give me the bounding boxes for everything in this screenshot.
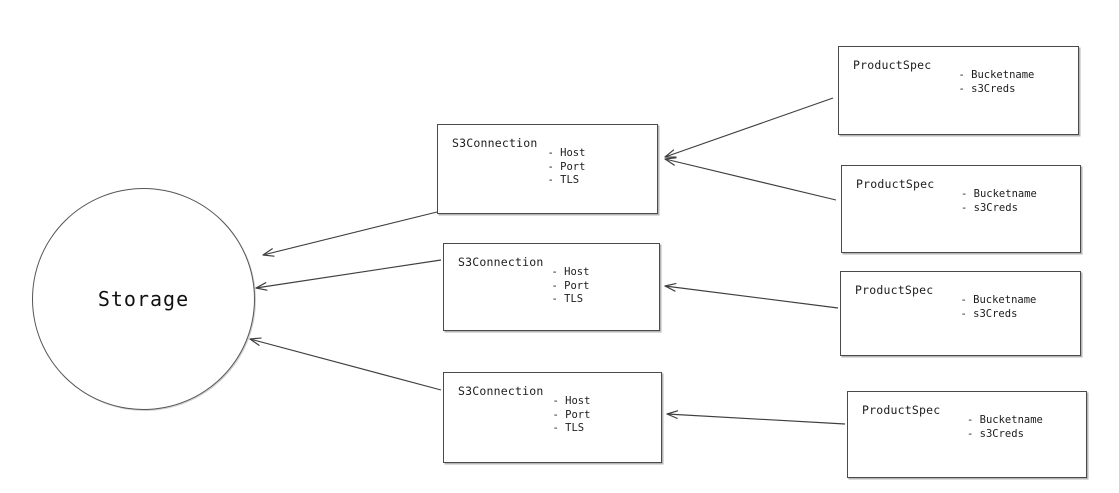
s3-connection-2[interactable]: S3Connection - Host - Port - TLS [443, 243, 660, 331]
edge-prodspec4-s3conn3 [667, 414, 846, 425]
attribute-host: - Host [552, 395, 591, 407]
s3-connection-1-attributes: - Host - Port - TLS [548, 147, 586, 188]
attribute-bucketname: - Bucketname [961, 188, 1037, 200]
s3-connection-3-title: S3Connection [458, 384, 544, 398]
s3-connection-2-attributes: - Host - Port - TLS [552, 266, 590, 307]
attribute-tls: - TLS [547, 174, 580, 186]
product-spec-3[interactable]: ProductSpec - Bucketname - s3Creds [840, 271, 1081, 356]
product-spec-3-title: ProductSpec [855, 283, 934, 297]
edge-s3conn2-storage [256, 259, 442, 288]
attribute-bucketname: - Bucketname [967, 414, 1043, 426]
product-spec-4[interactable]: ProductSpec - Bucketname - s3Creds [847, 391, 1087, 478]
edge-prodspec1-s3conn1 [665, 97, 834, 157]
attribute-host: - Host [547, 147, 586, 159]
product-spec-1-attributes: - Bucketname - s3Creds [959, 69, 1035, 96]
s3-connection-1-title: S3Connection [452, 136, 538, 150]
attribute-s3creds: - s3Creds [958, 82, 1016, 95]
product-spec-2[interactable]: ProductSpec - Bucketname - s3Creds [841, 165, 1081, 253]
attribute-port: - Port [551, 279, 590, 292]
edge-prodspec2-s3conn1 [665, 159, 837, 201]
s3-connection-3-attributes: - Host - Port - TLS [553, 395, 591, 436]
attribute-port: - Port [547, 160, 586, 173]
attribute-port: - Port [552, 408, 591, 421]
s3-connection-2-title: S3Connection [458, 255, 544, 269]
attribute-tls: - TLS [551, 293, 584, 305]
product-spec-2-title: ProductSpec [856, 177, 935, 191]
attribute-s3creds: - s3Creds [960, 307, 1018, 320]
attribute-s3creds: - s3Creds [961, 201, 1018, 214]
attribute-host: - Host [551, 266, 590, 278]
attribute-tls: - TLS [552, 422, 585, 434]
attribute-s3creds: - s3Creds [967, 427, 1024, 440]
attribute-bucketname: - Bucketname [960, 294, 1037, 306]
product-spec-4-attributes: - Bucketname - s3Creds [967, 414, 1043, 441]
product-spec-1-title: ProductSpec [853, 58, 932, 72]
s3-connection-1[interactable]: S3Connection - Host - Port - TLS [437, 124, 658, 214]
attribute-bucketname: - Bucketname [958, 69, 1035, 81]
edge-s3conn1-storage [263, 211, 438, 255]
storage-label: Storage [97, 287, 190, 311]
product-spec-1[interactable]: ProductSpec - Bucketname - s3Creds [838, 46, 1079, 135]
storage-node[interactable]: Storage [32, 188, 255, 410]
edge-prodspec3-s3conn2 [665, 286, 839, 309]
product-spec-2-attributes: - Bucketname - s3Creds [961, 188, 1037, 215]
product-spec-4-title: ProductSpec [862, 403, 941, 417]
s3-connection-3[interactable]: S3Connection - Host - Port - TLS [443, 372, 662, 463]
edge-s3conn3-storage [250, 339, 442, 391]
product-spec-3-attributes: - Bucketname - s3Creds [961, 294, 1037, 321]
